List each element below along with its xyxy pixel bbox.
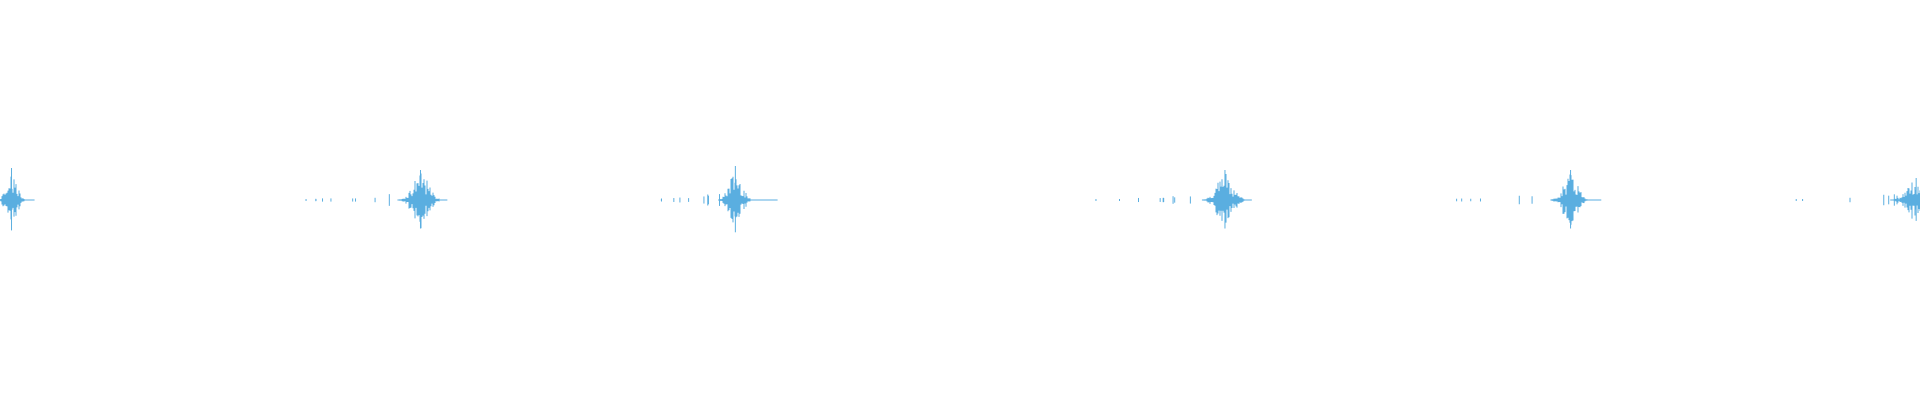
waveform-burst [0,168,35,231]
waveform-burst [1456,170,1602,229]
waveform-burst [660,166,778,233]
waveform-burst [1095,170,1252,229]
waveform-burst [1795,178,1920,221]
waveform-bursts [0,166,1920,233]
waveform-burst [305,170,448,229]
